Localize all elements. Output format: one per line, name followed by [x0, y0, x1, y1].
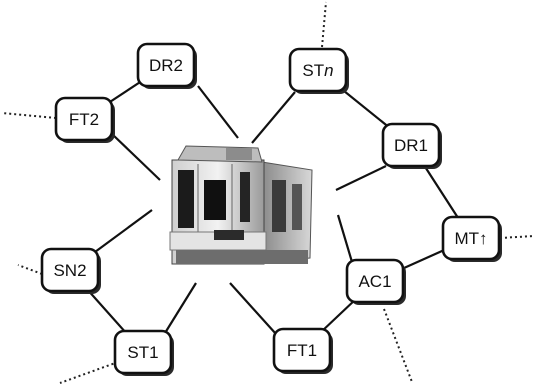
machine-tray [214, 230, 244, 240]
machine-window-left [178, 170, 194, 228]
node-label: FT2 [69, 110, 99, 129]
node-label: DR1 [394, 136, 428, 155]
node-label: STn [302, 61, 333, 80]
node-label-text: FT1 [287, 341, 317, 360]
node-label: ST1 [127, 343, 158, 362]
machine-tool-photo [168, 146, 313, 270]
node-label: DR2 [149, 56, 183, 75]
center-link-ac1 [338, 215, 352, 262]
center-link-ft2 [112, 134, 160, 180]
node-label-text: ST [302, 61, 324, 80]
node-label-text: FT2 [69, 110, 99, 129]
node-label-text: ST1 [127, 343, 158, 362]
machine-side-window-2 [292, 184, 302, 230]
machine-side-window [272, 180, 286, 232]
node-label-text: SN2 [53, 261, 86, 280]
node-label: AC1 [358, 272, 391, 291]
node-st1: ST1 [115, 331, 174, 376]
machine-window-center [204, 180, 226, 220]
node-mt1: MT↑ [443, 217, 502, 262]
node-label-text: MT↑ [454, 229, 487, 248]
node-stn: STn [290, 49, 349, 94]
center-link-stn [252, 92, 295, 143]
external-link-st1 [60, 362, 118, 383]
machine-top-box [226, 148, 252, 160]
external-link-ft2 [2, 113, 56, 118]
machine-window-right [240, 172, 250, 222]
node-label: SN2 [53, 261, 86, 280]
node-label-subscript: n [324, 61, 333, 80]
center-link-dr1 [336, 166, 386, 190]
node-sn2: SN2 [42, 249, 101, 294]
node-label: MT↑ [454, 229, 487, 248]
node-ac1: AC1 [347, 260, 406, 305]
external-link-stn [322, 2, 326, 47]
node-dr2: DR2 [138, 44, 197, 89]
node-label-text: DR1 [394, 136, 428, 155]
external-link-ac1 [384, 309, 412, 382]
node-ft1: FT1 [274, 329, 333, 374]
center-link-ft1 [230, 283, 276, 334]
node-label-text: DR2 [149, 56, 183, 75]
center-link-sn2 [95, 210, 152, 252]
node-ft2: FT2 [56, 98, 115, 143]
center-link-st1 [165, 283, 196, 333]
external-link-sn2 [18, 265, 42, 274]
center-link-dr2 [198, 86, 238, 138]
external-link-mt1 [500, 236, 534, 238]
node-label: FT1 [287, 341, 317, 360]
machine-foot [176, 250, 308, 264]
node-dr1: DR1 [383, 124, 442, 169]
node-label-text: AC1 [358, 272, 391, 291]
machine-side-panel [262, 162, 312, 262]
